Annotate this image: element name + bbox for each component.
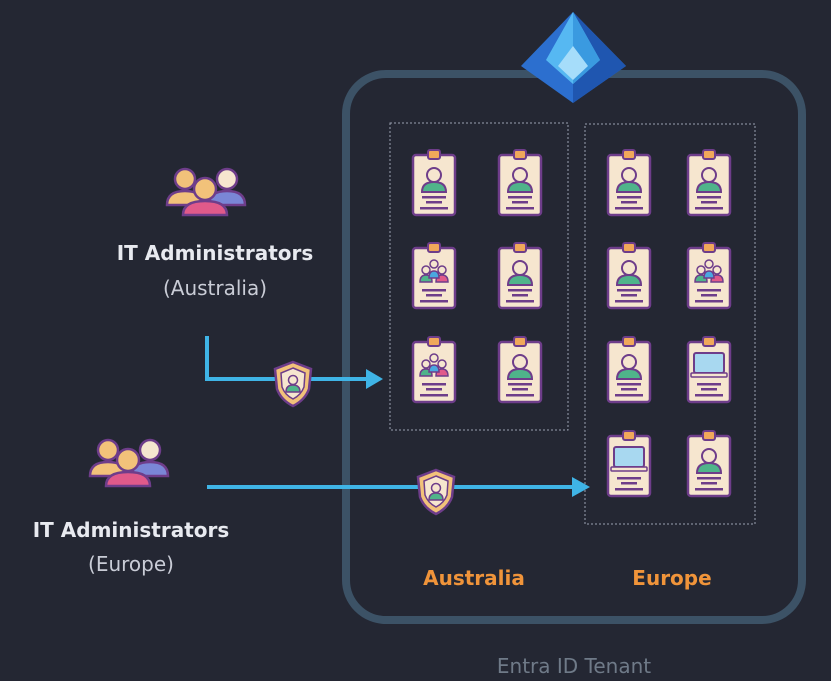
- user-card-icon: [497, 241, 543, 310]
- entra-id-logo-icon: [521, 12, 626, 103]
- group-title-europe: IT Administrators: [32, 518, 230, 542]
- device-card-icon: [606, 429, 652, 498]
- unit-label-australia: Australia: [423, 566, 525, 590]
- unit-members-australia: [411, 148, 543, 404]
- user-card-icon: [686, 148, 732, 217]
- admin-group-icon-australia: [165, 167, 247, 217]
- arrow-australia: [205, 336, 383, 389]
- tenant-label: Entra ID Tenant: [496, 654, 652, 678]
- user-card-icon: [497, 148, 543, 217]
- arrow-europe: [207, 477, 590, 497]
- user-card-icon: [606, 335, 652, 404]
- user-card-icon: [411, 148, 457, 217]
- admin-shield-icon-europe: [416, 468, 456, 516]
- user-card-icon: [497, 335, 543, 404]
- unit-box-europe: [584, 123, 756, 525]
- group-region-europe: (Europe): [88, 552, 174, 576]
- unit-label-europe: Europe: [632, 566, 712, 590]
- admin-group-icon-europe: [88, 438, 170, 488]
- user-card-icon: [686, 429, 732, 498]
- user-card-icon: [606, 241, 652, 310]
- group-card-icon: [411, 241, 457, 310]
- admin-shield-icon-australia: [273, 360, 313, 408]
- group-card-icon: [411, 335, 457, 404]
- user-card-icon: [606, 148, 652, 217]
- device-card-icon: [686, 335, 732, 404]
- group-card-icon: [686, 241, 732, 310]
- unit-members-europe: [606, 148, 732, 498]
- group-region-australia: (Australia): [162, 276, 268, 300]
- unit-box-australia: [389, 122, 569, 431]
- group-title-australia: IT Administrators: [116, 241, 314, 265]
